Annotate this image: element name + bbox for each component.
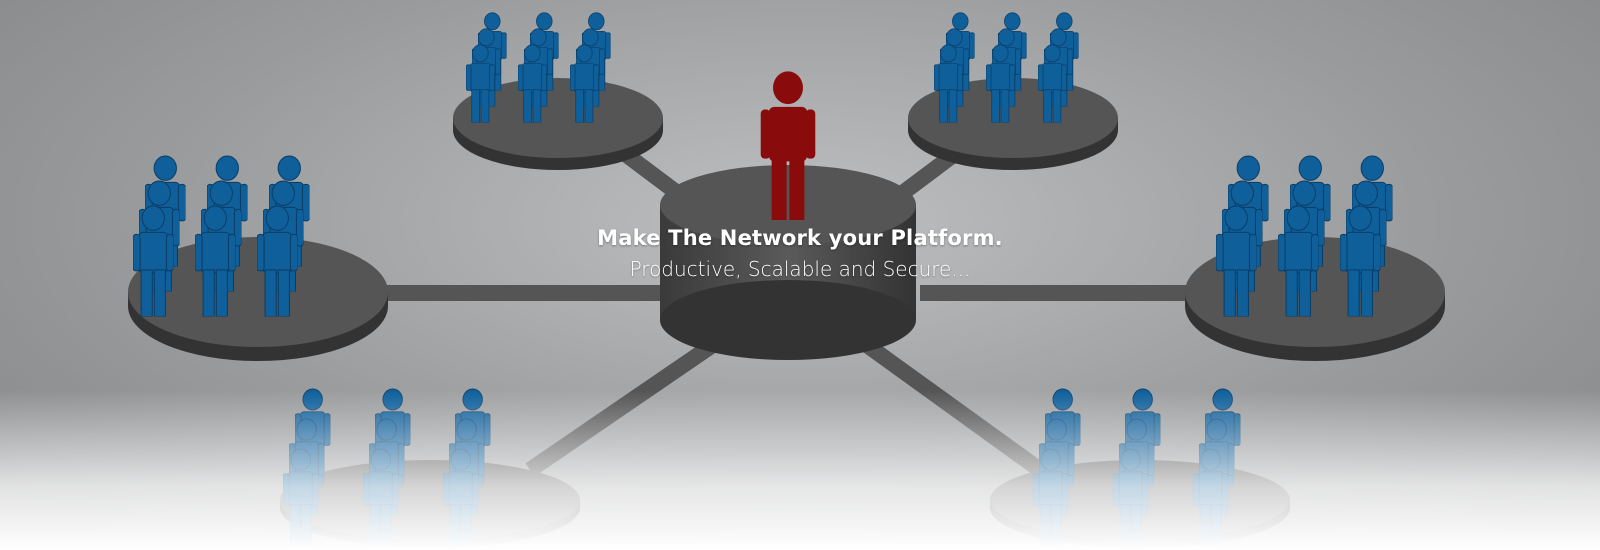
group-top-right (934, 12, 1079, 123)
hero-subheadline: Productive, Scalable and Secure... (629, 257, 971, 281)
hero-headline: Make The Network your Platform. (597, 226, 1003, 250)
platform-top-left (453, 78, 663, 170)
platform-center (660, 165, 916, 360)
platform-left (128, 237, 388, 361)
group-top-left (466, 12, 611, 123)
hero-caption: Make The Network your Platform. Producti… (0, 226, 1600, 281)
bottom-fade (0, 390, 1600, 550)
